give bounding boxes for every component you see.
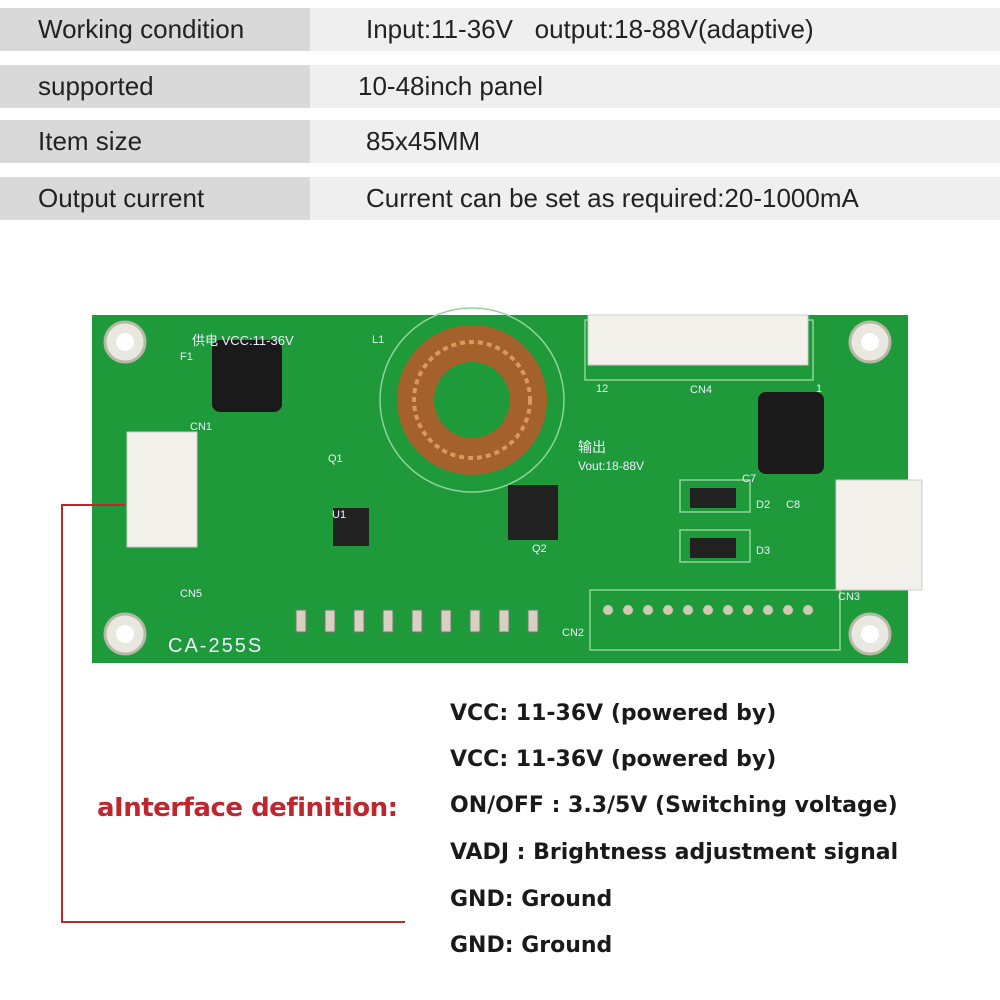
silk-pin1: 1 — [816, 383, 822, 395]
capacitor — [212, 340, 282, 412]
spec-label: Working condition — [0, 8, 310, 51]
spec-value: 85x45MM — [310, 120, 1000, 163]
pointer-line — [61, 504, 405, 923]
silk-c7: C7 — [742, 473, 756, 485]
silk-d3: D3 — [756, 545, 770, 557]
silk-l1: L1 — [372, 334, 384, 346]
pin-definition: VCC: 11-36V (powered by) — [450, 747, 777, 772]
q2-transistor — [508, 485, 558, 540]
interface-title: aInterface definition: — [97, 793, 398, 823]
silk-c8: C8 — [786, 499, 800, 511]
silk-q2: Q2 — [532, 543, 547, 555]
cn3-connector — [835, 479, 923, 591]
spec-value: Input:11-36V output:18-88V(adaptive) — [310, 8, 1000, 51]
pin-definition: GND: Ground — [450, 887, 613, 912]
cn1-connector — [126, 431, 198, 548]
silk-cn4: CN4 — [690, 384, 712, 396]
pin-definition: ON/OFF : 3.3/5V (Switching voltage) — [450, 793, 898, 818]
silk-pin12: 12 — [596, 383, 608, 395]
silk-cn5: CN5 — [180, 588, 202, 600]
silk-f1: F1 — [180, 351, 193, 363]
u1-chip — [333, 508, 369, 546]
silk-cn2: CN2 — [562, 627, 584, 639]
board-model: CA-255S — [168, 635, 263, 657]
pin-definition: GND: Ground — [450, 933, 613, 958]
silk-d2: D2 — [756, 499, 770, 511]
silk-u1: U1 — [332, 509, 346, 521]
spec-value: Current can be set as required:20-1000mA — [310, 177, 1000, 220]
cn4-connector — [587, 314, 809, 366]
silk-q1: Q1 — [328, 453, 343, 465]
silk-cn1: CN1 — [190, 421, 212, 433]
silk-cn3: CN3 — [838, 591, 860, 603]
spec-label: Output current — [0, 177, 310, 220]
silk-vout: Vout:18-88V — [578, 459, 644, 473]
pin-definition: VADJ : Brightness adjustment signal — [450, 840, 899, 865]
vcc-silkscreen: 供电 VCC:11-36V — [192, 333, 294, 348]
spec-value: 10-48inch panel — [310, 65, 1000, 108]
silk-vout-cn: 输出 — [578, 439, 606, 455]
pin-definition: VCC: 11-36V (powered by) — [450, 701, 777, 726]
capacitor — [758, 392, 824, 474]
spec-label: Item size — [0, 120, 310, 163]
spec-label: supported — [0, 65, 310, 108]
